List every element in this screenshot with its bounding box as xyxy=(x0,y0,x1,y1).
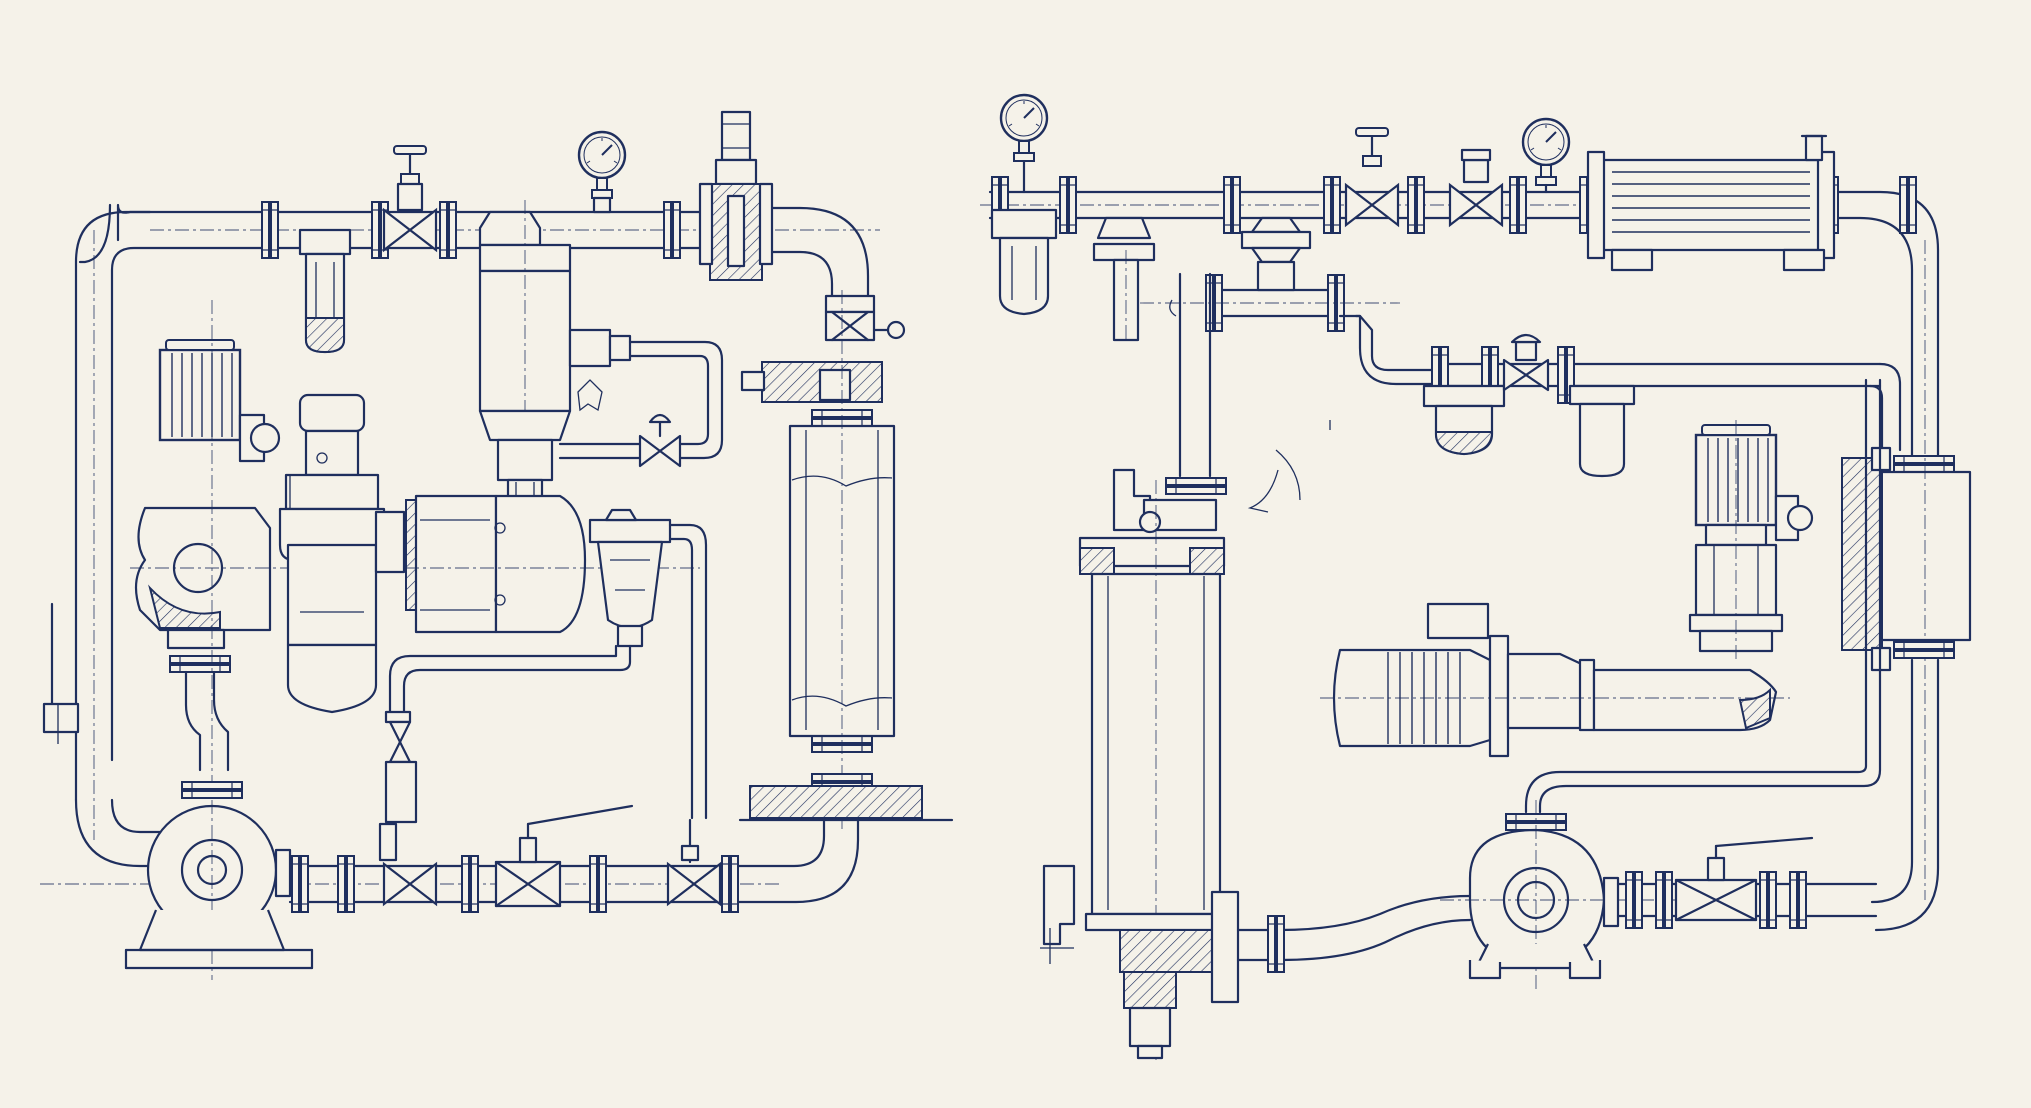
left-drop-line xyxy=(384,644,632,824)
right-header-gate-valve xyxy=(1344,126,1400,227)
right-side-riser xyxy=(1841,240,1972,932)
right-vertical-motor-pump xyxy=(1688,420,1814,660)
left-centrifugal-pump xyxy=(124,300,314,980)
right-centrifugal-pump xyxy=(1236,800,1720,990)
right-drop-pipe xyxy=(1092,216,1156,342)
left-motor-pump-assembly xyxy=(130,338,310,772)
left-relief-valve xyxy=(698,110,774,281)
right-pressure-gauge-1 xyxy=(999,93,1049,194)
left-piping-system xyxy=(40,110,954,980)
left-ball-valve xyxy=(494,804,634,908)
right-horizontal-motor-pump xyxy=(1320,602,1790,758)
left-bottom-line xyxy=(40,804,860,913)
right-return-line xyxy=(1524,378,1882,814)
right-filter-bowl xyxy=(990,208,1058,316)
left-filter-regulator xyxy=(278,393,429,714)
left-filter-bowl xyxy=(298,228,352,354)
left-strainer xyxy=(588,508,708,820)
left-center-pump-casing xyxy=(405,494,700,634)
right-vertical-column xyxy=(1040,272,1331,1060)
left-bypass-loop xyxy=(558,340,724,468)
right-secondary-line xyxy=(1422,333,1902,478)
right-ball-valve xyxy=(1674,836,1814,922)
right-piping-system xyxy=(980,93,1972,1060)
right-bottom-line xyxy=(1616,836,1878,929)
right-column-tee xyxy=(1140,216,1442,386)
left-vertical-vessel xyxy=(738,290,954,830)
right-heat-exchanger xyxy=(1586,134,1836,272)
left-pressure-gauge xyxy=(577,130,627,214)
left-side-gauge-handle xyxy=(42,602,80,744)
right-header-gate-valve-2 xyxy=(1448,148,1504,227)
left-bypass-valve xyxy=(638,413,682,468)
left-header-gate-valve xyxy=(382,144,438,252)
right-pressure-gauge-2 xyxy=(1521,117,1571,194)
left-return-pipe xyxy=(74,203,267,868)
